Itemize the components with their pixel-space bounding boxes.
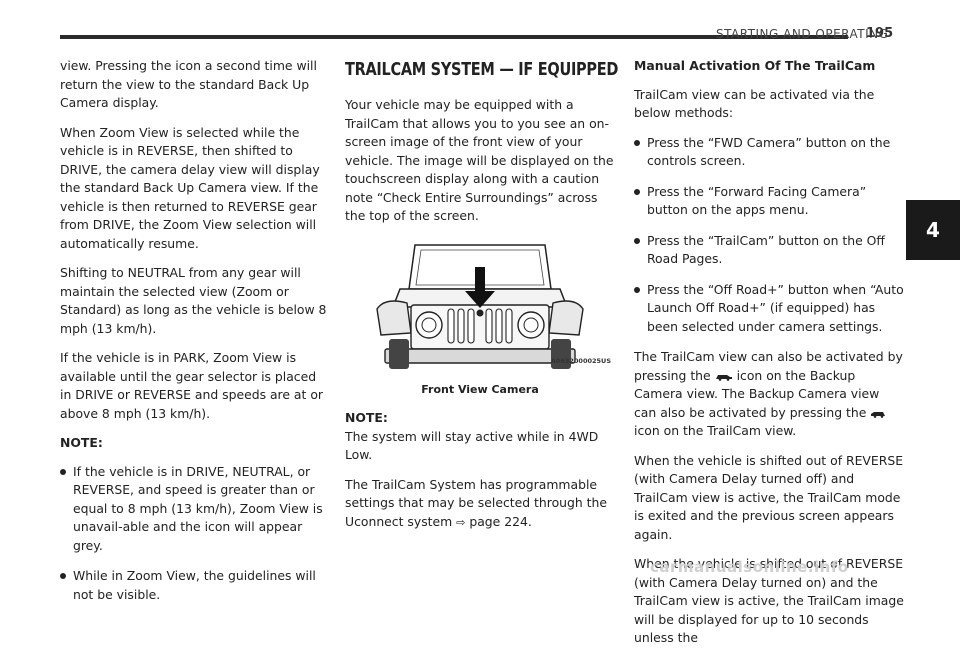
header-rule [60,35,848,39]
paragraph-text: icon on the Backup Camera view. The Back… [634,367,880,420]
list-item-text: Press the “Forward Facing Camera” button… [647,183,867,218]
paragraph: The TrailCam System has programmable set… [345,476,615,533]
paragraph: Shifting to NEUTRAL from any gear will m… [60,265,327,336]
page-number: 195 [866,26,894,41]
column-2: TRAILCAM SYSTEM — IF EQUIPPED Your vehic… [345,57,619,543]
page-reference-link[interactable]: page 224. [469,513,532,529]
trailcam-vehicle-icon [715,374,732,381]
note-label: NOTE: [345,410,388,425]
chapter-tab[interactable]: 4 [906,200,960,260]
list-item: While in Zoom View, the guidelines will … [60,567,328,604]
list-item-text: While in Zoom View, the guidelines will … [73,568,316,602]
section-heading: TRAILCAM SYSTEM — IF EQUIPPED [345,60,619,80]
subsection-heading: Manual Activation Of The TrailCam [634,58,876,73]
bullet-icon [634,139,640,146]
front-view-camera-figure: A0632000025US [345,237,615,377]
list-item-text: Press the “Off Road+” button when “Auto … [647,281,904,334]
note-text: The system will stay active while in 4WD… [345,428,599,463]
list-item-text: If the vehicle is in DRIVE, NEUTRAL, or … [73,463,323,553]
list-item: If the vehicle is in DRIVE, NEUTRAL, or … [60,463,328,556]
list-item: Press the “TrailCam” button on the Off R… [634,232,904,269]
paragraph: If the vehicle is in PARK, Zoom View is … [60,350,323,421]
paragraph: The TrailCam view can also be activated … [634,348,904,441]
activation-methods-list: Press the “FWD Camera” button on the con… [634,134,904,337]
column-3: Manual Activation Of The TrailCam TrailC… [634,57,904,659]
bullet-icon [60,468,66,475]
paragraph: When Zoom View is selected while the veh… [60,124,320,251]
figure-caption: Front View Camera [421,382,539,396]
paragraph: TrailCam view can be activated via the b… [634,86,875,121]
figure-code: A0632000025US [550,357,611,365]
paragraph-text: icon on the TrailCam view. [634,423,797,438]
list-item: Press the “FWD Camera” button on the con… [634,134,904,171]
paragraph-text: The TrailCam view can also be activated … [634,349,903,383]
bullet-icon [634,286,640,293]
paragraph: Your vehicle may be equipped with a Trai… [345,97,614,223]
list-item-text: Press the “TrailCam” button on the Off R… [647,232,885,267]
backup-camera-vehicle-icon [871,411,886,418]
watermark: carmanualsonline.info [650,558,849,576]
list-item: Press the “Off Road+” button when “Auto … [634,281,904,337]
paragraph: view. Pressing the icon a second time wi… [60,58,317,110]
page-reference-arrow-icon: ⇨ [456,515,466,529]
column-1: view. Pressing the icon a second time wi… [60,57,328,616]
note-list: If the vehicle is in DRIVE, NEUTRAL, or … [60,463,328,605]
section-title: STARTING AND OPERATING [716,27,889,41]
bullet-icon [60,573,66,579]
jeep-front-illustration [376,243,584,369]
bullet-icon [634,188,640,195]
list-item-text: Press the “FWD Camera” button on the con… [647,134,891,169]
paragraph: When the vehicle is shifted out of REVER… [634,452,904,542]
note-label: NOTE: [60,435,103,450]
paragraph-text: The TrailCam System has programmable set… [345,476,608,529]
list-item: Press the “Forward Facing Camera” button… [634,183,904,220]
bullet-icon [634,237,640,244]
